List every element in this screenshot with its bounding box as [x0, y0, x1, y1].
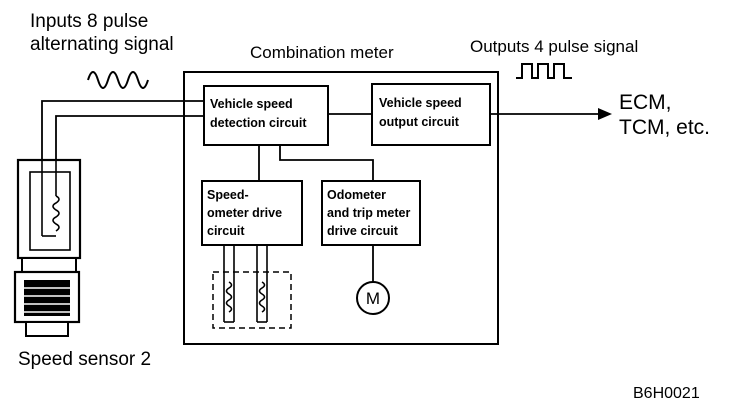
motor-icon [356, 281, 390, 315]
figure-code: B6H0021 [633, 385, 700, 402]
tcm-label: TCM, etc. [619, 116, 710, 139]
combination-meter-box [183, 71, 499, 345]
speedometer-label-line3: circuit [207, 224, 245, 238]
speedometer-circuit-box: Speed- ometer drive circuit [201, 180, 303, 246]
output-circuit-label-line1: Vehicle speed [379, 96, 462, 110]
sensor-wire-outer [41, 100, 205, 160]
sensor-wire-inner [55, 115, 205, 160]
combination-meter-label: Combination meter [250, 43, 394, 62]
speedometer-label-line1: Speed- [207, 188, 249, 202]
speed-sensor-icon [13, 158, 82, 337]
detection-circuit-label-line2: detection circuit [210, 116, 307, 130]
speed-sensor-label: Speed sensor 2 [18, 349, 151, 370]
detection-circuit-box: Vehicle speed detection circuit [203, 85, 329, 146]
odometer-label-line1: Odometer [327, 188, 386, 202]
odometer-label-line2: and trip meter [327, 206, 410, 220]
square-wave-icon [516, 63, 572, 79]
output-arrowhead-icon [598, 108, 612, 120]
output-circuit-label-line2: output circuit [379, 115, 460, 129]
speedometer-coil-icon [212, 245, 292, 329]
output-circuit-box: Vehicle speed output circuit [371, 83, 491, 146]
odometer-label-line3: drive circuit [327, 224, 399, 238]
detection-to-odometer-line [279, 145, 374, 181]
speedometer-label-line2: ometer drive [207, 206, 282, 220]
motor-label: M [366, 289, 380, 308]
ecm-label: ECM, [619, 91, 672, 114]
odometer-circuit-box: Odometer and trip meter drive circuit [321, 180, 421, 246]
output-signal-label: Outputs 4 pulse signal [470, 37, 638, 56]
sine-wave-icon [87, 71, 149, 89]
input-signal-label-line1: Inputs 8 pulse [30, 11, 148, 32]
detection-circuit-label-line1: Vehicle speed [210, 97, 293, 111]
input-signal-label-line2: alternating signal [30, 34, 174, 55]
